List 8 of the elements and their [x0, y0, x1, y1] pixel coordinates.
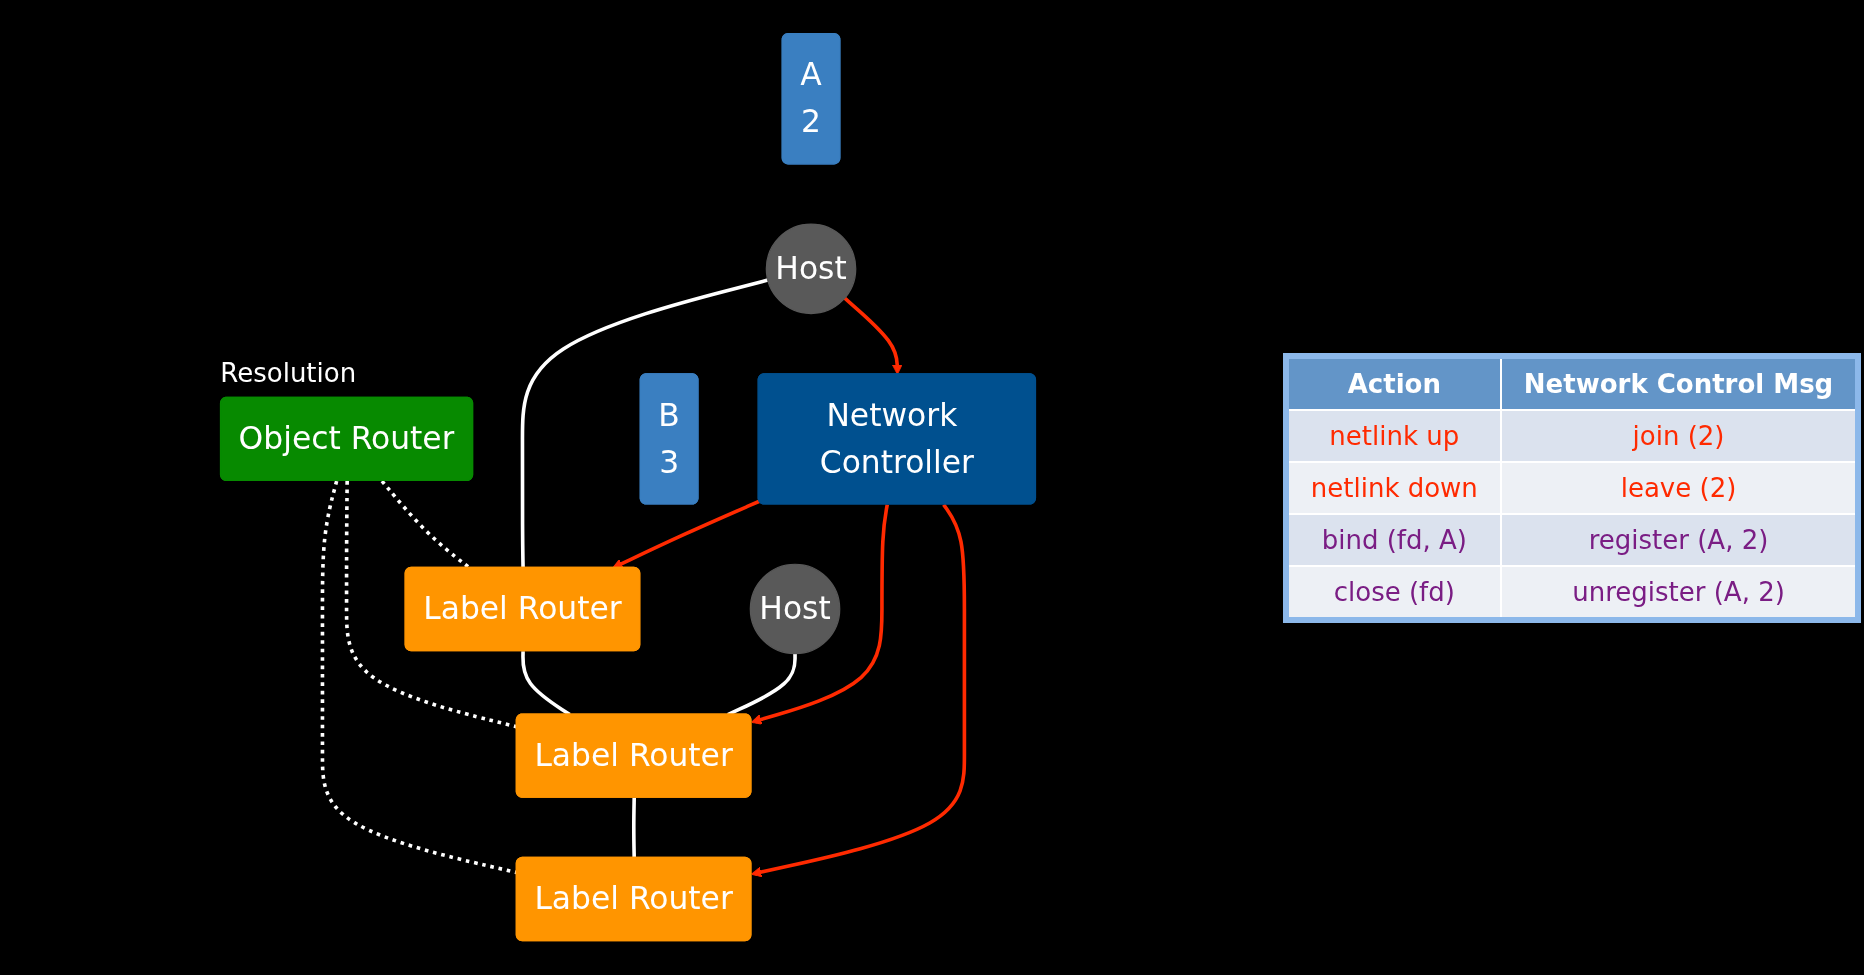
- node-caption: Resolution: [220, 357, 357, 388]
- connector: [520, 278, 768, 569]
- arrow: [843, 297, 903, 376]
- arrow: [750, 503, 966, 878]
- node-circle: Host: [765, 223, 857, 315]
- arrow: [750, 504, 889, 726]
- node-circle: Host: [749, 564, 841, 655]
- connector: [631, 798, 636, 859]
